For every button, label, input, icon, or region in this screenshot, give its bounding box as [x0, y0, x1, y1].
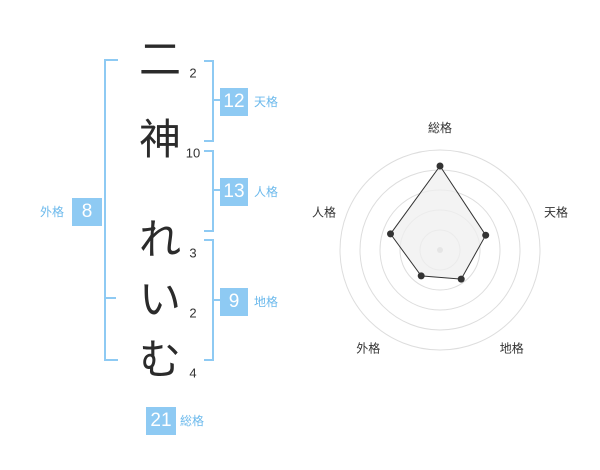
- radar-axis-label-3: 地格: [500, 341, 524, 356]
- gaikaku-badge: 8: [72, 198, 102, 226]
- tenkaku-badge: 12: [220, 88, 248, 116]
- radar-axis-label-4: 外格: [356, 341, 380, 356]
- gaikaku-bracket: [104, 59, 118, 361]
- chikaku-badge: 9: [220, 288, 248, 316]
- radar-axis-label-2: 天格: [544, 204, 568, 219]
- soukaku-label: 総格: [180, 414, 205, 428]
- tenkaku-bracket: [204, 60, 214, 142]
- tenkaku-connector: [212, 99, 220, 101]
- jinkaku-connector: [212, 189, 220, 191]
- radar-axis-label-1: 総格: [428, 120, 452, 135]
- soukaku-badge: 21: [146, 407, 176, 435]
- radar-shape: [389, 165, 487, 280]
- radar-point-2: [482, 231, 490, 239]
- radar-point-1: [436, 162, 444, 170]
- jinkaku-badge: 13: [220, 178, 248, 206]
- tenkaku-label: 天格: [254, 95, 279, 109]
- radar-points: [387, 162, 490, 283]
- radar-polygon: [389, 165, 487, 280]
- radar-point-3: [457, 275, 465, 283]
- radar-ring-5: [339, 149, 541, 351]
- radar-point-5: [387, 230, 394, 238]
- chikaku-connector: [212, 299, 220, 301]
- gaikaku-label: 外格: [40, 205, 65, 219]
- jinkaku-bracket: [204, 150, 214, 232]
- chikaku-label: 地格: [254, 295, 279, 309]
- gaikaku-divider: [104, 297, 116, 299]
- radar-point-4: [417, 272, 425, 280]
- radar-axis-label-5: 人格: [312, 204, 336, 219]
- jinkaku-label: 人格: [254, 185, 279, 199]
